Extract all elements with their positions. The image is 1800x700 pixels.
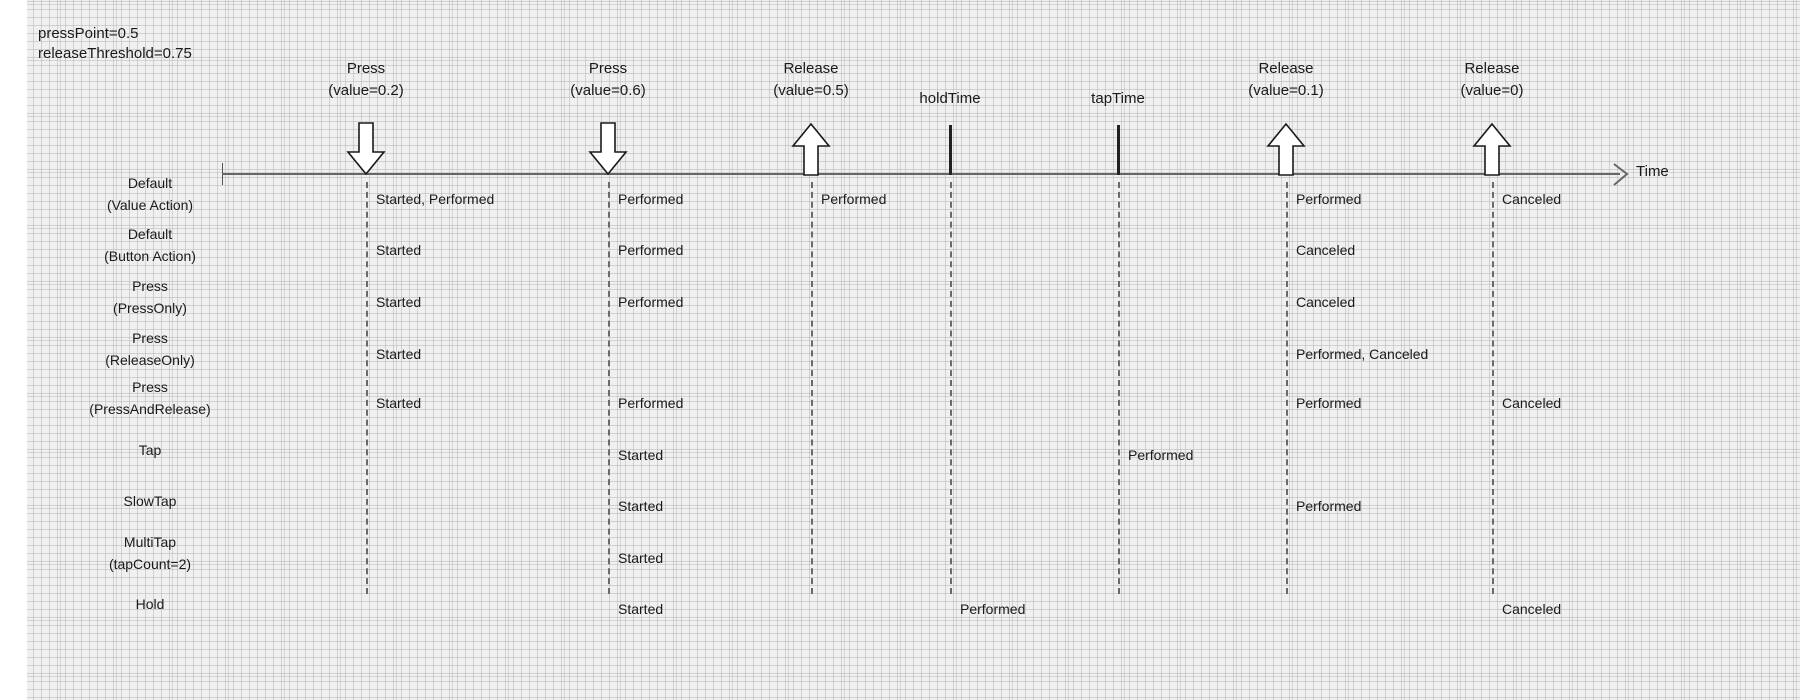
axis-arrowhead-icon: [1612, 162, 1638, 188]
arrow-up-icon: [1472, 122, 1512, 181]
cell-press-pressandrelease-release-0-1: Performed: [1296, 395, 1362, 411]
row-label-line1: MultiTap: [123, 534, 177, 550]
cell-default-button-action-press-0-2: Started: [376, 242, 422, 258]
row-label-press-pressonly: Press (PressOnly): [20, 275, 280, 319]
event-label-line1: Release: [1464, 60, 1520, 77]
cell-press-pressandrelease-press-0-2: Started: [376, 395, 422, 411]
row-label-hold: Hold: [20, 593, 280, 615]
event-label-line1: Release: [783, 60, 839, 77]
guide-line-release-0-1: [1286, 182, 1288, 594]
event-label-line1: Release: [1258, 60, 1314, 77]
axis-label-time: Time: [1636, 163, 1669, 180]
event-label-line2: (value=0.1): [1248, 82, 1324, 99]
left-margin-strip: [0, 0, 27, 700]
row-label-slowtap: SlowTap: [20, 490, 280, 512]
event-label-line2: (value=0): [1460, 82, 1524, 99]
row-label-press-releaseonly: Press (ReleaseOnly): [20, 327, 280, 371]
event-label-line1: Press: [588, 60, 628, 77]
cell-press-pressandrelease-release-0: Canceled: [1502, 395, 1562, 411]
guide-line-taptime: [1118, 182, 1120, 594]
row-label-press-pressandrelease: Press (PressAndRelease): [20, 376, 280, 420]
row-label-line1: Default: [127, 175, 173, 191]
guide-line-holdtime: [950, 182, 952, 594]
event-label-line2: (value=0.5): [773, 82, 849, 99]
row-label-line2: (PressOnly): [113, 300, 187, 316]
row-label-line2: (tapCount=2): [108, 556, 192, 572]
cell-press-pressonly-release-0-1: Canceled: [1296, 294, 1356, 310]
cell-slowtap-release-0-1: Performed: [1296, 498, 1362, 514]
cell-slowtap-press-0-6: Started: [618, 498, 664, 514]
legend-presspoint: pressPoint=0.5: [38, 25, 139, 42]
row-label-tap: Tap: [20, 439, 280, 461]
time-axis-line: [222, 173, 1620, 175]
event-marker-label-taptime: tapTime: [1091, 88, 1145, 110]
row-label-line2: (PressAndRelease): [89, 401, 211, 417]
row-label-default-value-action: Default (Value Action): [20, 172, 280, 216]
event-marker-label-press-0-2: Press (value=0.2): [328, 58, 403, 102]
row-label-line1: Tap: [138, 442, 162, 458]
event-marker-label-press-0-6: Press (value=0.6): [570, 58, 645, 102]
row-label-default-button-action: Default (Button Action): [20, 223, 280, 267]
row-label-line1: SlowTap: [123, 493, 177, 509]
row-label-line2: (ReleaseOnly): [105, 352, 195, 368]
row-label-line1: Press: [132, 379, 168, 395]
tick-icon: [1117, 125, 1120, 175]
cell-default-button-action-press-0-6: Performed: [618, 242, 684, 258]
cell-tap-press-0-6: Started: [618, 447, 664, 463]
event-marker-label-holdtime: holdTime: [919, 88, 980, 110]
parameters-legend: pressPoint=0.5 releaseThreshold=0.75: [38, 24, 192, 64]
arrow-up-icon: [1266, 122, 1306, 181]
cell-default-value-action-release-0-5: Performed: [821, 191, 887, 207]
cell-hold-holdtime: Performed: [960, 601, 1026, 617]
row-label-line1: Press: [132, 330, 168, 346]
cell-default-value-action-press-0-6: Performed: [618, 191, 684, 207]
arrow-down-icon: [588, 122, 628, 181]
cell-default-value-action-press-0-2: Started, Performed: [376, 191, 495, 207]
cell-hold-release-0: Canceled: [1502, 601, 1562, 617]
event-marker-label-release-0: Release (value=0): [1461, 58, 1524, 102]
guide-line-release-0-5: [811, 182, 813, 594]
cell-multitap-press-0-6: Started: [618, 550, 664, 566]
guide-line-press-0-2: [366, 182, 368, 594]
event-label-line1: Press: [346, 60, 386, 77]
cell-default-value-action-release-0-1: Performed: [1296, 191, 1362, 207]
legend-releasethreshold: releaseThreshold=0.75: [38, 45, 192, 62]
row-label-multitap: MultiTap (tapCount=2): [20, 531, 280, 575]
event-label-line1: holdTime: [919, 90, 981, 107]
guide-line-press-0-6: [608, 182, 610, 594]
cell-press-pressonly-press-0-2: Started: [376, 294, 422, 310]
arrow-up-icon: [791, 122, 831, 181]
cell-press-pressandrelease-press-0-6: Performed: [618, 395, 684, 411]
cell-press-releaseonly-press-0-2: Started: [376, 346, 422, 362]
cell-default-value-action-release-0: Canceled: [1502, 191, 1562, 207]
event-label-line2: (value=0.6): [570, 82, 646, 99]
tick-icon: [949, 125, 952, 175]
row-label-line2: (Button Action): [104, 248, 196, 264]
row-label-line2: (Value Action): [106, 197, 194, 213]
event-label-line2: (value=0.2): [328, 82, 404, 99]
cell-press-pressonly-press-0-6: Performed: [618, 294, 684, 310]
event-marker-label-release-0-1: Release (value=0.1): [1248, 58, 1323, 102]
event-label-line1: tapTime: [1091, 90, 1145, 107]
cell-press-releaseonly-release-0-1: Performed, Canceled: [1296, 346, 1429, 362]
event-marker-label-release-0-5: Release (value=0.5): [773, 58, 848, 102]
row-label-line1: Hold: [135, 596, 165, 612]
row-label-line1: Default: [127, 226, 173, 242]
guide-line-release-0: [1492, 182, 1494, 594]
cell-default-button-action-release-0-1: Canceled: [1296, 242, 1356, 258]
cell-tap-taptime: Performed: [1128, 447, 1194, 463]
cell-hold-press-0-6: Started: [618, 601, 664, 617]
row-label-line1: Press: [132, 278, 168, 294]
arrow-down-icon: [346, 122, 386, 181]
